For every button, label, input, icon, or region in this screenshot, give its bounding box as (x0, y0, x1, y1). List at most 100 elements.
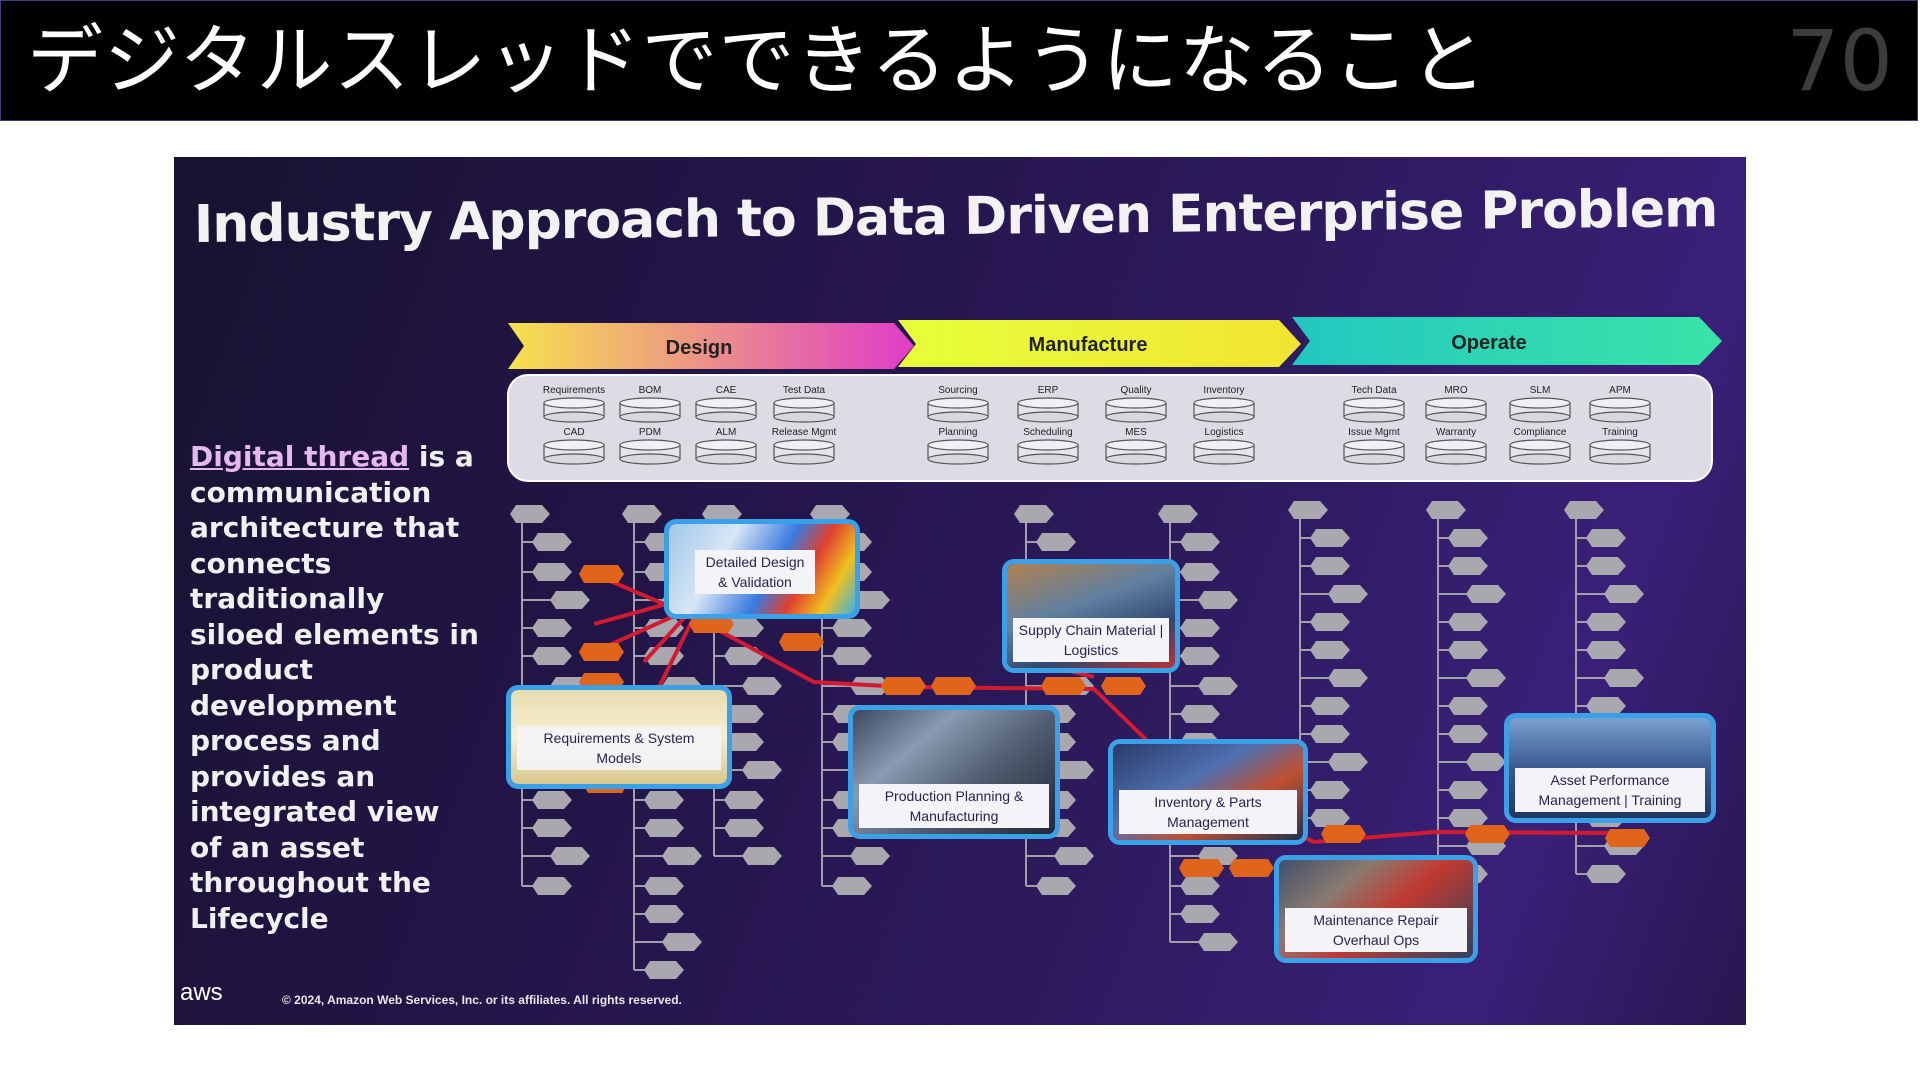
card-label: Maintenance Repair Overhaul Ops (1285, 908, 1467, 952)
system-db-apm: APM (1589, 385, 1651, 423)
tree-b-node (1036, 533, 1076, 551)
thread-node (579, 643, 624, 661)
tree-c-node (1198, 591, 1238, 609)
tree-e-node (1448, 613, 1488, 631)
thread-node (579, 565, 624, 583)
tree-e-node (1448, 641, 1488, 659)
thread-node (1101, 677, 1146, 695)
tree-d-node (1310, 529, 1350, 547)
tree-d-node (1310, 809, 1350, 827)
tree-d-node (1310, 557, 1350, 575)
tree-a-node (850, 847, 890, 865)
system-db-quality: Quality (1105, 385, 1167, 423)
thread-node (1605, 829, 1650, 847)
tree-e-node (1466, 753, 1506, 771)
thread-nodes (579, 565, 1650, 877)
tree-g-node (1564, 501, 1604, 519)
tree-g-node (1586, 865, 1626, 883)
tree-l-node (724, 705, 764, 723)
thread-node (881, 677, 926, 695)
card-label: Inventory & Parts Management (1119, 790, 1297, 834)
card-inventory-parts: Inventory & Parts Management (1108, 739, 1308, 845)
thread-node (1321, 825, 1366, 843)
tree-c-node (1198, 933, 1238, 951)
system-label: Inventory (1203, 385, 1244, 396)
tree-l-node (742, 677, 782, 695)
card-label: Asset Performance Management | Training (1515, 768, 1705, 812)
tree-f-node (644, 819, 684, 837)
card-label: Detailed Design & Validation (695, 550, 815, 594)
tree-a-node (850, 591, 890, 609)
system-label: Compliance (1514, 427, 1567, 438)
tree-c-node (1180, 877, 1220, 895)
tree-b-node (1054, 847, 1094, 865)
tree-d-node (1310, 613, 1350, 631)
tree-g-node (1586, 557, 1626, 575)
system-label: ALM (716, 427, 737, 438)
tree-c-node (1180, 533, 1220, 551)
phase-arrow-manufacture (898, 320, 1301, 367)
system-label: Issue Mgmt (1348, 427, 1400, 438)
system-label: Training (1602, 427, 1638, 438)
tree-b-node (1014, 505, 1054, 523)
tree-e-node (1448, 725, 1488, 743)
system-db-cad: CAD (543, 427, 605, 465)
tree-a-node (832, 877, 872, 895)
thread-node (1465, 825, 1510, 843)
system-label: Logistics (1205, 427, 1244, 438)
tree-l-node (724, 819, 764, 837)
phase-label-operate: Operate (1451, 332, 1527, 354)
tree-r-node (550, 847, 590, 865)
slide-photo: Industry Approach to Data Driven Enterpr… (174, 157, 1746, 1025)
tree-c-node (1180, 647, 1220, 665)
digital-thread-description: Digital thread is a communication archit… (190, 439, 480, 936)
tree-g-node (1604, 585, 1644, 603)
tree-r-node (532, 819, 572, 837)
card-label: Production Planning & Manufacturing (859, 784, 1049, 828)
tree-e-node (1448, 809, 1488, 827)
card-asset-performance: Asset Performance Management | Training (1504, 713, 1716, 823)
tree-l-node (724, 791, 764, 809)
system-db-requirements: Requirements (543, 385, 605, 423)
system-label: ERP (1038, 385, 1059, 396)
phase-label-design: Design (666, 337, 733, 359)
phase-arrow-design (508, 323, 914, 369)
tree-c-node (1180, 905, 1220, 923)
tree-f-node (644, 905, 684, 923)
tree-l-node (742, 761, 782, 779)
system-db-training: Training (1589, 427, 1651, 465)
card-label: Requirements & System Models (517, 726, 721, 770)
thread-node (1179, 859, 1224, 877)
tree-e-node (1448, 781, 1488, 799)
card-requirements: Requirements & System Models (506, 685, 732, 789)
description-text: is a communication architecture that con… (190, 440, 479, 935)
tree-d-node (1310, 781, 1350, 799)
tree-d-node (1328, 585, 1368, 603)
tree-r-node (532, 533, 572, 551)
aws-logo: aws (180, 979, 223, 1006)
system-label: Tech Data (1351, 385, 1396, 396)
system-db-cae: CAE (695, 385, 757, 423)
system-label: Scheduling (1023, 427, 1072, 438)
system-label: Sourcing (938, 385, 977, 396)
system-db-sourcing: Sourcing (927, 385, 989, 423)
system-db-planning: Planning (927, 427, 989, 465)
tree-d-node (1328, 753, 1368, 771)
system-label: Quality (1120, 385, 1151, 396)
tree-b-node (1054, 761, 1094, 779)
phase-arrows: Design Manufacture Operate (508, 317, 1722, 369)
tree-e-node (1448, 697, 1488, 715)
tree-c-node (1158, 505, 1198, 523)
tree-e-node (1466, 669, 1506, 687)
tree-e-node (1426, 501, 1466, 519)
system-db-erp: ERP (1017, 385, 1079, 423)
tree-l-node (724, 733, 764, 751)
system-label: MES (1125, 427, 1147, 438)
system-label: CAD (563, 427, 584, 438)
system-label: Release Mgmt (772, 427, 837, 438)
thread-node (689, 615, 734, 633)
tree-r-node (532, 877, 572, 895)
card-production-planning: Production Planning & Manufacturing (848, 705, 1060, 839)
card-label: Supply Chain Material | Logistics (1013, 618, 1169, 662)
